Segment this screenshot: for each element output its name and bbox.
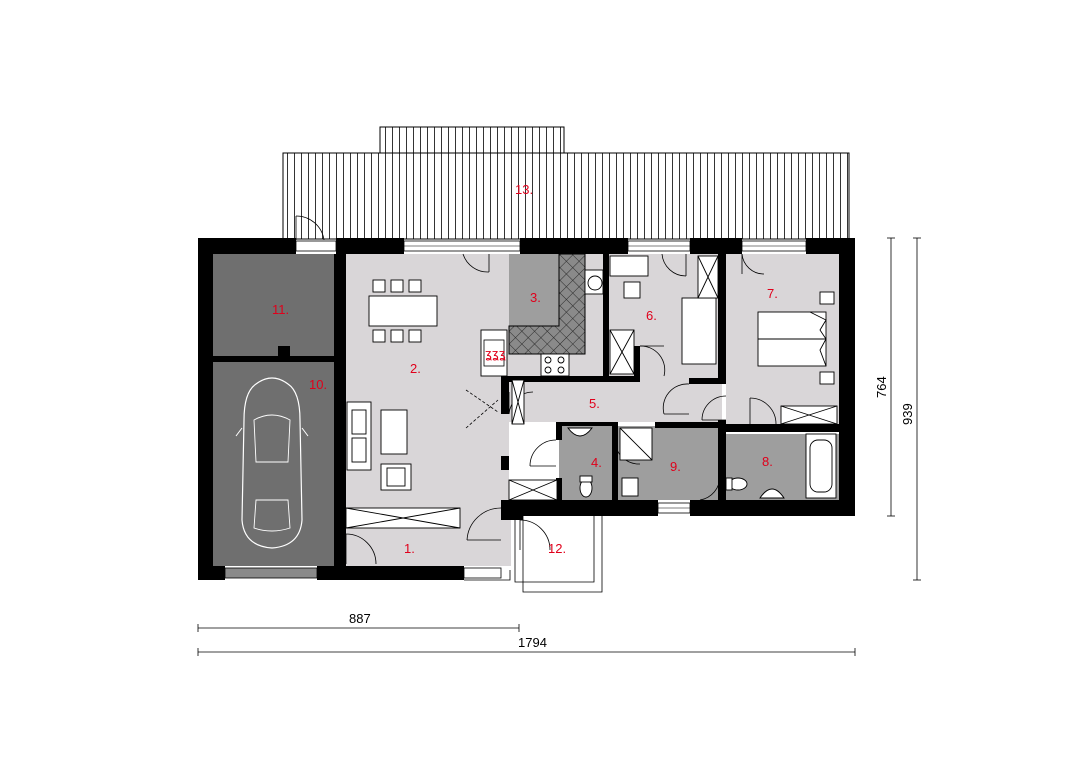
room-label-10: 10. [309, 377, 327, 392]
walls [198, 238, 855, 580]
dimension-939: 939 [900, 403, 915, 425]
bathroom-fixtures-icon [567, 427, 837, 499]
dining-table-icon [368, 279, 438, 343]
room-label-12: 12. [548, 541, 566, 556]
room-label-6: 6. [646, 308, 657, 323]
stove-icon: ʓʓʓ [480, 329, 508, 377]
room-label-7: 7. [767, 286, 778, 301]
wardrobe-icon [345, 479, 558, 529]
room-label-13: 13. [515, 182, 533, 197]
room-label-9: 9. [670, 459, 681, 474]
room-floors [213, 254, 839, 566]
room-label-2: 2. [410, 361, 421, 376]
svg-text:ʓʓʓ: ʓʓʓ [485, 347, 506, 361]
dimension-887: 887 [349, 611, 371, 626]
room-label-11: 11. [272, 302, 289, 317]
sofa-icon [346, 401, 412, 491]
study-furniture-icon [609, 255, 719, 375]
dimension-764: 764 [874, 376, 889, 398]
terrace [282, 126, 850, 240]
room-label-5: 5. [589, 396, 600, 411]
car-icon [235, 377, 309, 549]
entrance-porch [464, 516, 603, 593]
dimension-1794: 1794 [518, 635, 547, 650]
dimension-lines [197, 237, 921, 656]
room-label-3: 3. [530, 290, 541, 305]
room-label-1: 1. [404, 541, 415, 556]
room-label-8: 8. [762, 454, 773, 469]
room-labels: 1. 2. 3. 4. 5. 6. 7. 8. 9. 10. 11. 12. 1… [272, 182, 778, 556]
bed-icon [757, 291, 838, 425]
kitchen-appliances-icon [511, 255, 649, 425]
room-label-4: 4. [591, 455, 602, 470]
windows [224, 240, 807, 579]
